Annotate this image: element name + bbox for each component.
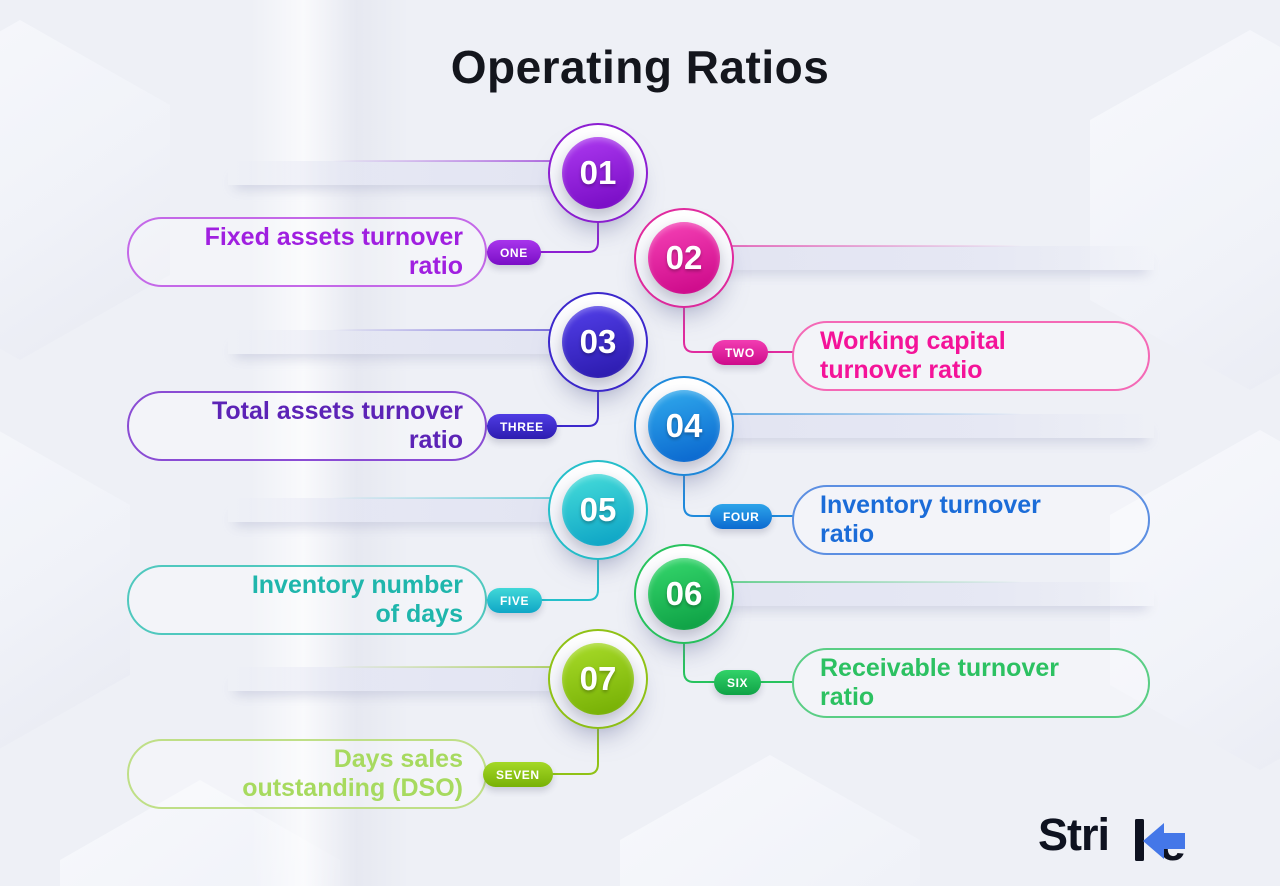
ratio-label: Working capital turnover ratio xyxy=(820,326,1006,385)
connector-bar xyxy=(684,413,1154,438)
step-word-badge: FOUR xyxy=(710,504,773,529)
ratio-label: Receivable turnover ratio xyxy=(820,653,1059,712)
hexagon-decoration xyxy=(620,755,920,886)
step-number: 05 xyxy=(579,491,617,528)
step-number: 07 xyxy=(579,660,617,697)
hexagon-decoration xyxy=(0,420,130,760)
connector-bar xyxy=(684,245,1154,270)
step-word-badge: SEVEN xyxy=(483,762,553,787)
step-word-badge: FIVE xyxy=(487,588,543,613)
step-number: 06 xyxy=(665,575,703,612)
step-circle: 04 xyxy=(634,376,734,476)
step-word-badge: THREE xyxy=(487,414,557,439)
ratio-label-pill: Inventory turnover ratio xyxy=(792,485,1150,555)
hexagon-decoration xyxy=(1110,430,1280,770)
step-number: 01 xyxy=(579,154,617,191)
step-word-badge: TWO xyxy=(712,340,768,365)
step-number: 02 xyxy=(665,239,703,276)
strike-logo: Stri e xyxy=(1038,810,1208,864)
strike-logo-text: Stri xyxy=(1038,809,1110,860)
step-number: 04 xyxy=(665,407,703,444)
step-circle: 01 xyxy=(548,123,648,223)
ratio-label-pill: Receivable turnover ratio xyxy=(792,648,1150,718)
step-circle: 06 xyxy=(634,544,734,644)
step-circle: 05 xyxy=(548,460,648,560)
step-circle: 03 xyxy=(548,292,648,392)
strike-logo-ke-icon: e xyxy=(1135,819,1186,861)
step-circle: 02 xyxy=(634,208,734,308)
background-band xyxy=(250,0,410,886)
step-circle: 07 xyxy=(548,629,648,729)
step-number: 03 xyxy=(579,323,617,360)
step-word-badge: ONE xyxy=(487,240,541,265)
step-word-badge: SIX xyxy=(714,670,762,695)
ratio-label: Inventory turnover ratio xyxy=(820,490,1041,549)
page-title: Operating Ratios xyxy=(450,41,830,93)
ratio-label-pill: Working capital turnover ratio xyxy=(792,321,1150,391)
connector-bar xyxy=(684,581,1154,606)
